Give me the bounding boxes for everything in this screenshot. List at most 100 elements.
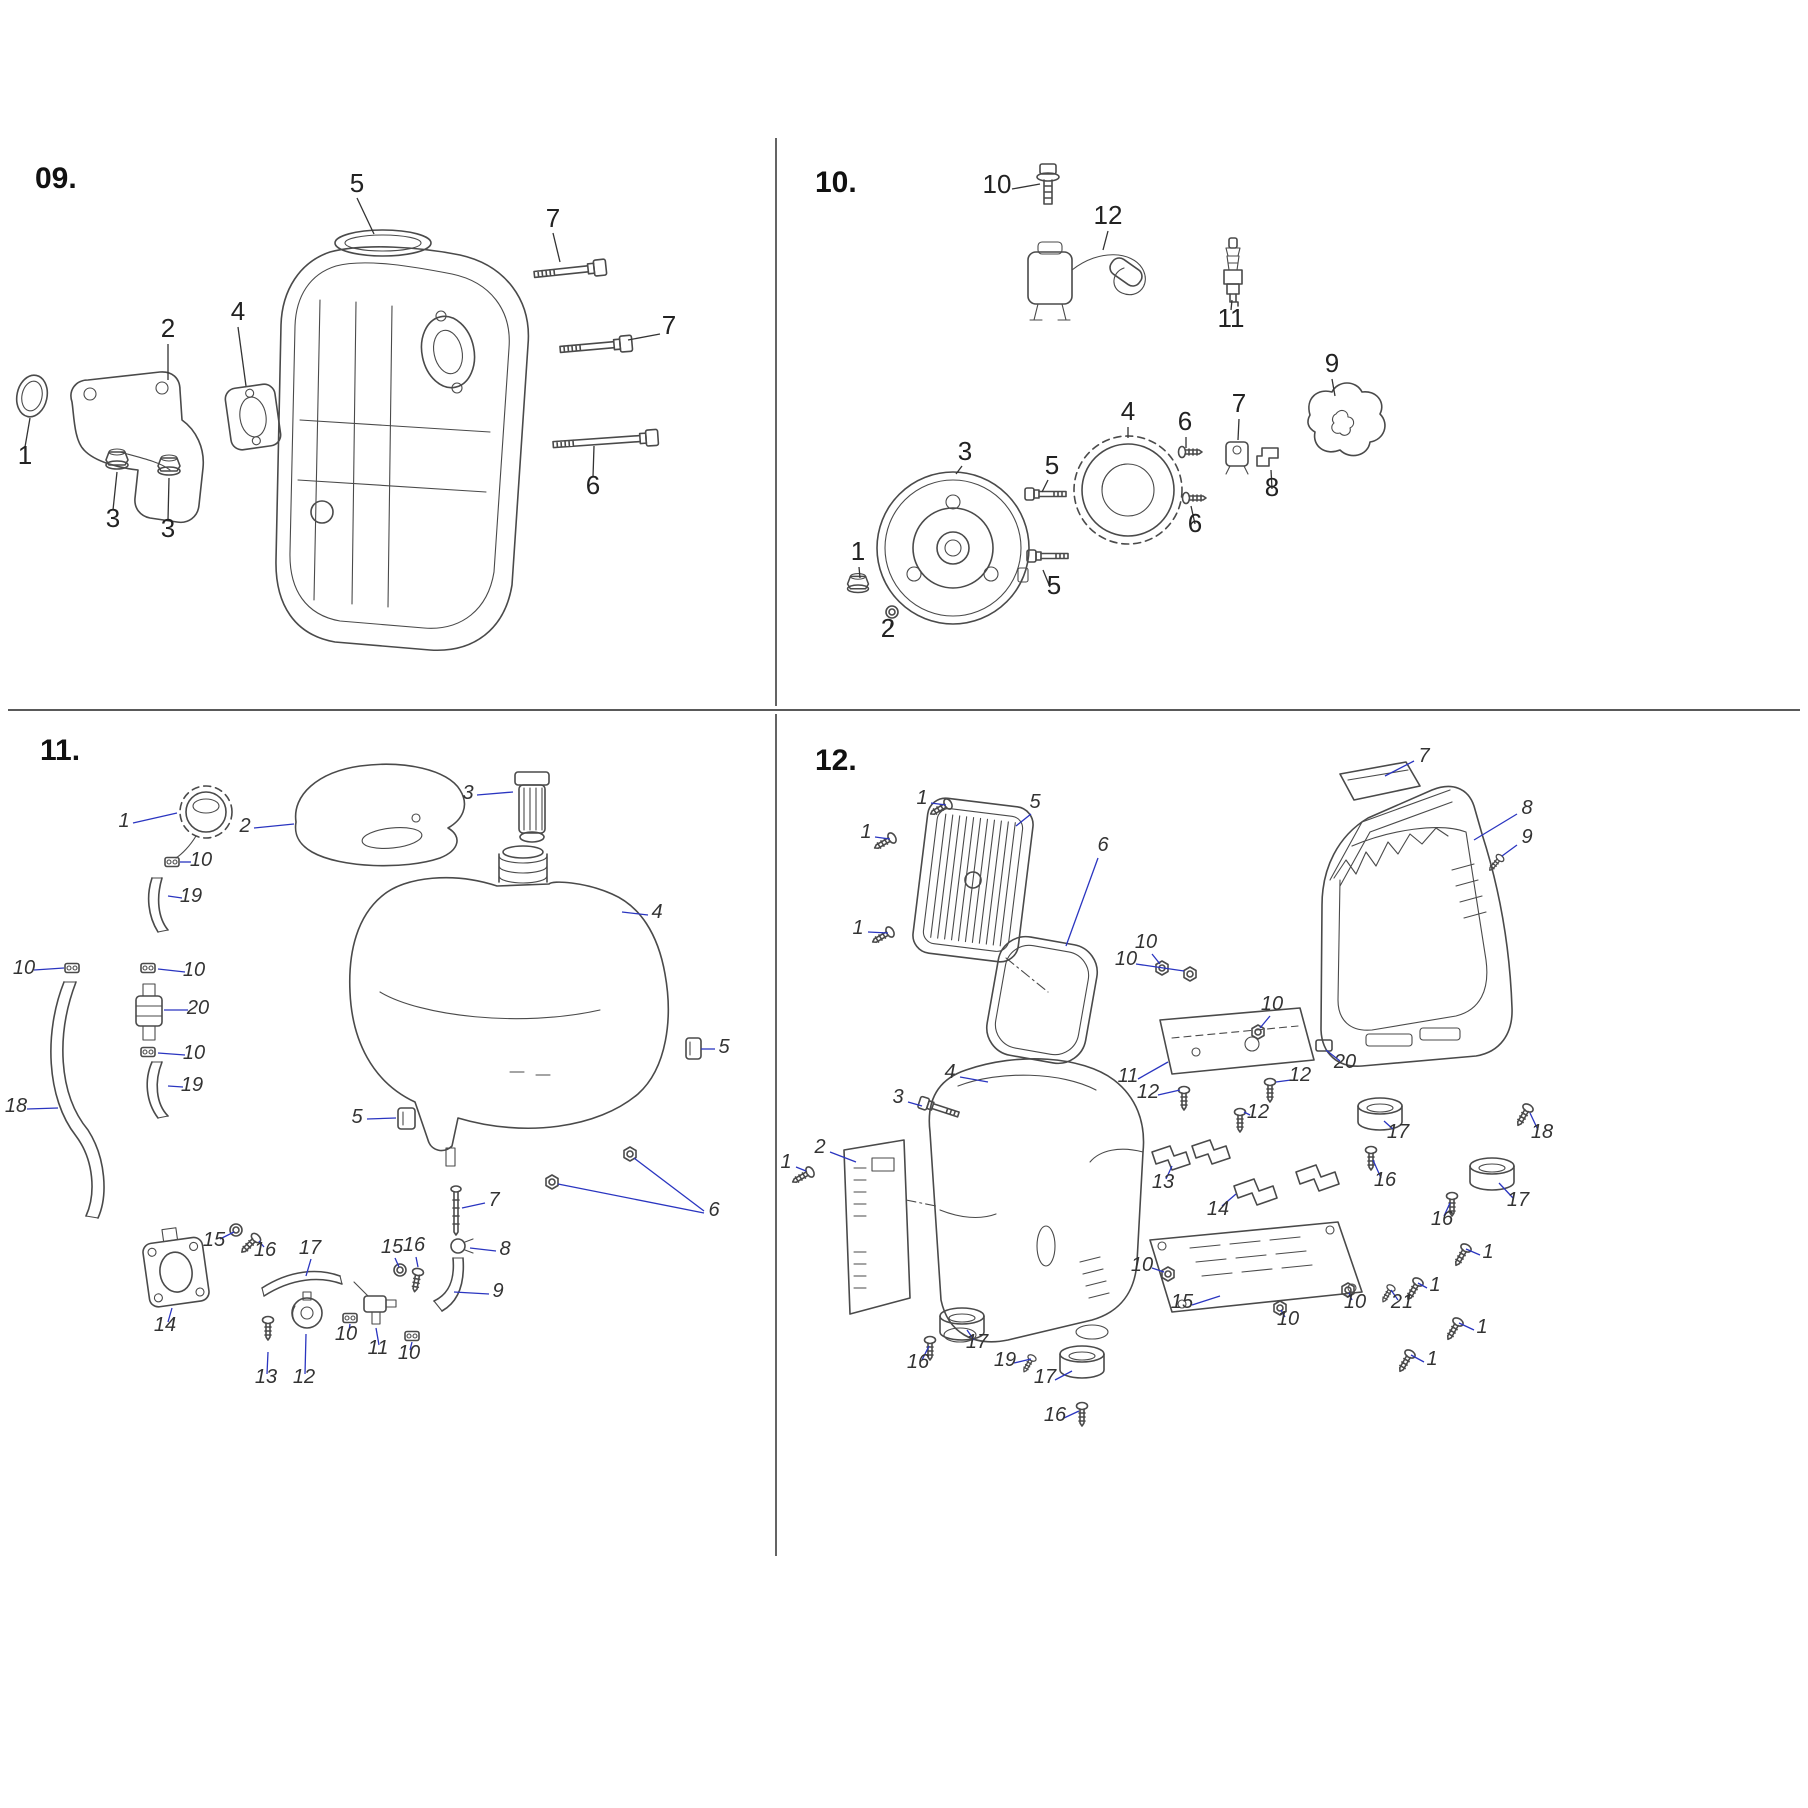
leader-line-12-16 — [1443, 1202, 1451, 1217]
section-label-10: 10. — [815, 166, 857, 199]
callout-11-10: 10 — [190, 849, 212, 871]
callout-11-15: 15 — [381, 1236, 404, 1258]
leader-line-12-4 — [959, 1076, 989, 1083]
fuel-pump-12 — [291, 1291, 323, 1329]
leader-line-12-15 — [1191, 1295, 1221, 1306]
callout-12-19: 19 — [994, 1349, 1016, 1371]
callout-12-3: 3 — [892, 1086, 903, 1108]
leader-line-10-10 — [1011, 183, 1041, 190]
callout-11-19: 19 — [181, 1074, 203, 1096]
fuel-hose-19b — [146, 1061, 169, 1119]
leader-line-11-17 — [305, 1258, 312, 1277]
section-label-09: 09. — [35, 162, 77, 195]
leader-line-12-10 — [1151, 1267, 1165, 1273]
vent-hose-19a — [147, 877, 169, 933]
callout-10-6: 6 — [1178, 406, 1192, 436]
muffler-gasket — [224, 383, 282, 451]
callout-12-6: 6 — [1097, 834, 1109, 856]
leader-line-12-1 — [795, 1166, 807, 1172]
leader-line-12-16 — [1372, 1159, 1382, 1179]
leader-line-09-7 — [627, 333, 661, 341]
callout-11-4: 4 — [651, 901, 662, 923]
long-fuel-hose-18 — [50, 981, 105, 1219]
section-11-fuel-tank-assembly — [50, 763, 702, 1342]
leader-line-11-4 — [621, 911, 649, 916]
callout-10-5: 5 — [1045, 450, 1059, 480]
leader-line-09-6 — [592, 445, 595, 478]
callout-11-14: 14 — [154, 1314, 176, 1336]
leader-line-12-16 — [921, 1345, 930, 1361]
nut-10c — [1251, 1024, 1265, 1040]
tank-bolt-7 — [450, 1185, 462, 1236]
callout-12-1: 1 — [780, 1151, 791, 1173]
top-cover-7 — [1339, 761, 1421, 801]
callout-12-4: 4 — [944, 1061, 955, 1083]
leader-line-11-1 — [132, 812, 178, 824]
callout-10-3: 3 — [958, 436, 972, 466]
callout-09-7: 7 — [546, 203, 560, 233]
callout-12-21: 21 — [1390, 1291, 1413, 1313]
callout-09-1: 1 — [18, 440, 32, 470]
callout-10-9: 9 — [1325, 348, 1339, 378]
fuel-cap — [175, 785, 233, 859]
callout-10-5: 5 — [1047, 570, 1061, 600]
bracket-14 — [1233, 1164, 1340, 1206]
leader-line-12-3 — [907, 1101, 923, 1107]
callout-09-3: 3 — [161, 513, 175, 543]
callout-11-11: 11 — [368, 1337, 389, 1359]
callout-11-7: 7 — [488, 1189, 500, 1211]
callout-09-6: 6 — [586, 470, 600, 500]
callout-09-2: 2 — [161, 313, 175, 343]
stator-screw-6a — [1177, 445, 1203, 459]
breather-hose-17 — [261, 1270, 343, 1297]
leader-line-10-5 — [1041, 479, 1049, 493]
section-12-housing-assembly — [789, 761, 1536, 1427]
screw-1b — [871, 830, 899, 854]
leader-line-11-6 — [557, 1183, 705, 1214]
wire-clip — [1256, 447, 1279, 467]
leader-line-12-10 — [1348, 1292, 1353, 1301]
rear-housing-8 — [1315, 785, 1513, 1067]
flange-bolt-10 — [1036, 163, 1060, 205]
leader-line-12-14 — [1221, 1193, 1237, 1207]
callout-12-1: 1 — [1426, 1348, 1437, 1370]
callout-11-10: 10 — [183, 1042, 205, 1064]
callout-12-12: 12 — [1137, 1081, 1159, 1103]
leader-line-12-10 — [1135, 963, 1185, 972]
front-housing-4 — [928, 1058, 1145, 1343]
callout-12-17: 17 — [1387, 1121, 1410, 1143]
rubber-foot-17b — [1469, 1157, 1515, 1191]
nut-10b — [1183, 966, 1197, 982]
outlet-hose-9 — [433, 1257, 465, 1312]
grille-cover-5 — [912, 797, 1034, 963]
stator — [1073, 435, 1183, 545]
callout-12-12: 12 — [1247, 1101, 1269, 1123]
callout-12-16: 16 — [907, 1351, 930, 1373]
callout-10-7: 7 — [1232, 388, 1246, 418]
bolt-3 — [916, 1095, 961, 1122]
muffler-bolt-7a — [532, 258, 608, 284]
callout-12-16: 16 — [1044, 1404, 1067, 1426]
leader-line-12-1 — [867, 931, 889, 934]
screw-16a — [1364, 1145, 1378, 1171]
grille-gasket-6 — [985, 935, 1099, 1065]
section-label-11: 11. — [40, 734, 80, 767]
stator-bolt-5a — [1024, 487, 1067, 501]
muffler-body — [275, 229, 530, 651]
leader-line-12-10 — [1280, 1309, 1286, 1318]
leader-line-09-5 — [356, 197, 375, 235]
stator-bolt-5b — [1026, 549, 1069, 563]
tank-top-cover — [294, 763, 466, 867]
spark-plug — [1223, 237, 1243, 307]
hose-clamp-10a — [164, 856, 180, 868]
bracket-13 — [1151, 1139, 1231, 1171]
callout-12-17: 17 — [1034, 1366, 1057, 1388]
flywheel — [876, 471, 1030, 625]
leader-line-12-17 — [1054, 1370, 1073, 1381]
hose-clamp-10d — [140, 1046, 156, 1058]
washer-15b — [393, 1263, 407, 1277]
callout-12-2: 2 — [813, 1136, 825, 1158]
callout-12-20: 20 — [1333, 1051, 1356, 1073]
fuel-tank — [348, 845, 670, 1167]
leader-line-12-5 — [1015, 813, 1032, 827]
